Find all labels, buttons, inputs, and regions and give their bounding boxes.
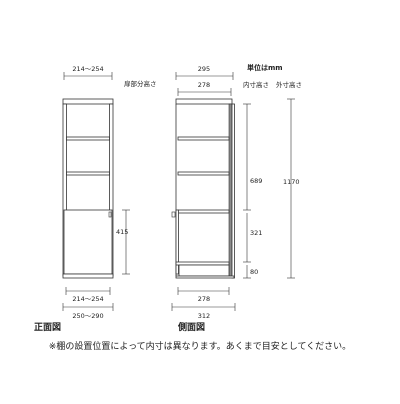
side-back-edge [231, 103, 235, 279]
side-depth-outer-top-label: 295 [198, 65, 210, 73]
lower-inner-height-value: 321 [250, 229, 262, 237]
front-width-top-label: 214～254 [72, 65, 103, 73]
side-back-panel [228, 103, 233, 277]
unit-label: 単位はmm [247, 63, 283, 72]
side-door [175, 209, 179, 275]
side-depth-inner-top-label: 278 [198, 81, 210, 89]
front-top-board [62, 98, 114, 105]
side-view: 単位はmm 295 278 内寸高さ 外寸高さ 689 [171, 63, 302, 333]
front-shelf-2 [66, 171, 110, 176]
side-shelf-3 [177, 209, 230, 214]
front-door [63, 209, 113, 275]
door-height-label: 扉部分高さ [124, 79, 157, 88]
inner-height-label: 内寸高さ [243, 80, 269, 89]
outer-height-label: 外寸高さ [276, 80, 302, 89]
upper-inner-height-value: 689 [250, 177, 262, 185]
door-height-value: 415 [116, 228, 128, 236]
front-view: 214～254 扉部分高さ 415 214～254 250～290 正面図 [34, 65, 157, 333]
side-bottom-board [175, 261, 230, 266]
front-door-hinge [108, 211, 112, 218]
front-plinth [62, 273, 114, 279]
side-shelf-1 [177, 136, 230, 141]
side-door-knob [171, 211, 176, 218]
side-top-board [175, 98, 233, 105]
side-plinth [178, 264, 230, 277]
front-width-inner-label: 214～254 [72, 295, 103, 303]
front-shelf-1 [66, 136, 110, 141]
side-depth-outer-bottom-label: 312 [198, 312, 210, 320]
front-width-outer-label: 250～290 [72, 312, 103, 320]
side-view-title: 側面図 [177, 321, 205, 333]
side-shelf-2 [177, 171, 230, 176]
footnote: ※棚の設置位置によって内寸は異なります。あくまで目安としてください。 [49, 340, 351, 352]
total-height-value: 1170 [283, 178, 300, 186]
side-base [175, 275, 235, 279]
plinth-height-value: 80 [250, 268, 258, 276]
side-depth-inner-bottom-label: 278 [198, 295, 210, 303]
front-view-title: 正面図 [34, 322, 61, 333]
